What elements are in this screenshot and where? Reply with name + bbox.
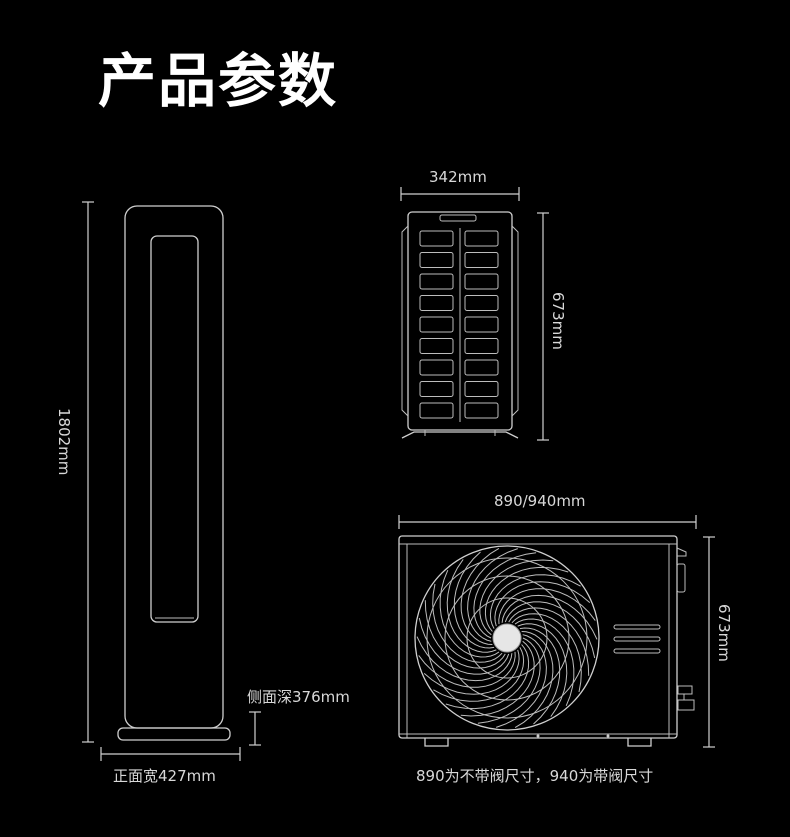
- indoor-front-width-label: 正面宽427mm: [113, 767, 216, 785]
- grill-slat: [464, 316, 499, 333]
- fan-guard-ring: [466, 597, 548, 679]
- outdoor-side-width-label: 342mm: [429, 168, 487, 186]
- indoor-unit: [117, 205, 231, 741]
- grill-slat: [419, 252, 454, 268]
- fan-guard-wire: [496, 634, 547, 728]
- fan-guard-wire: [504, 601, 596, 659]
- fan-guard-ring: [444, 575, 570, 701]
- fan-guard-circle: [414, 545, 600, 731]
- outdoor-front-width-dimension: 890/940mm: [398, 492, 697, 529]
- grill-slat: [464, 230, 499, 247]
- fan-guard-wire: [494, 581, 591, 627]
- fan-guard-wire: [460, 640, 535, 717]
- fan-guard-wire: [501, 594, 598, 640]
- grill-slat: [419, 316, 454, 333]
- indoor-depth-dimension: 侧面深376mm: [247, 688, 350, 746]
- fan-guard-wire: [460, 547, 500, 645]
- fan-guard-wire: [479, 559, 554, 636]
- outdoor-side-width-dimension: 342mm: [400, 168, 520, 201]
- outdoor-unit-front-view: [398, 535, 695, 747]
- fan-guard-wire: [498, 588, 596, 625]
- grill-slat: [464, 359, 499, 376]
- fan-guard-wire: [445, 644, 530, 710]
- fan-guard-wire: [519, 627, 561, 725]
- fan-guard-wire: [508, 607, 590, 676]
- indoor-side-depth-label: 侧面深376mm: [247, 688, 350, 706]
- indoor-unit-body: [124, 205, 224, 729]
- fan-guard-wire: [514, 618, 575, 706]
- indoor-height-label: 1802mm: [55, 408, 73, 475]
- grill-slat: [464, 381, 499, 397]
- grill-slat: [464, 338, 499, 354]
- fan-guard-wire: [423, 649, 520, 695]
- outdoor-front-height-label: 673mm: [715, 604, 733, 662]
- fan-guard-wire: [453, 551, 495, 649]
- indoor-height-dimension: 1802mm: [55, 201, 94, 743]
- outdoor-side-body: [407, 211, 513, 431]
- outdoor-side-height-dimension: 673mm: [537, 212, 567, 441]
- fan-hub: [492, 623, 522, 653]
- grill-slat: [419, 230, 454, 247]
- indoor-width-dimension: 正面宽427mm: [100, 747, 241, 785]
- grill-slat: [464, 273, 499, 290]
- fan-guard-wire: [418, 617, 510, 675]
- outdoor-front-vents: [613, 624, 661, 654]
- fan-guard-wire: [489, 574, 581, 629]
- fan-guard-wire: [432, 583, 503, 663]
- outdoor-unit-side-view: [401, 211, 519, 439]
- outdoor-front-width-label: 890/940mm: [494, 492, 586, 510]
- fan-guard-wire: [424, 600, 506, 669]
- grill-slat: [419, 295, 454, 311]
- fan-guard-wire: [433, 647, 525, 702]
- grill-slat: [464, 402, 499, 419]
- outdoor-front-valves: [676, 547, 695, 711]
- valve-size-note: 890为不带阀尺寸，940为带阀尺寸: [416, 767, 653, 785]
- fan-guard-wire: [484, 566, 569, 632]
- page-title: 产品参数: [98, 47, 339, 115]
- grill-slat: [464, 252, 499, 268]
- indoor-unit-base: [117, 727, 231, 741]
- grill-slat: [464, 295, 499, 311]
- grill-slat: [419, 402, 454, 419]
- fan-guard-wire: [511, 613, 582, 693]
- fan-guard-wire: [467, 548, 518, 642]
- fan-guard-wire: [416, 636, 513, 682]
- fan-guard-wire: [477, 637, 541, 724]
- grill-slat: [419, 338, 454, 354]
- indoor-unit-front-panel: [150, 235, 199, 623]
- outdoor-side-height-label: 673mm: [549, 292, 567, 350]
- grill-slat: [419, 359, 454, 376]
- grill-slat: [419, 381, 454, 397]
- outdoor-front-body: [398, 535, 678, 739]
- fan-guard-wire: [418, 651, 516, 688]
- fan-guard-wire: [446, 559, 497, 653]
- fan-guard-wire: [439, 570, 500, 658]
- fan-guard-ring: [426, 557, 588, 719]
- grill-slat: [419, 273, 454, 290]
- outdoor-front-height-dimension: 673mm: [703, 536, 733, 748]
- fan-guard-wire: [517, 623, 568, 717]
- fan-guard-wire: [514, 631, 554, 729]
- fan-guard-wire: [473, 552, 537, 639]
